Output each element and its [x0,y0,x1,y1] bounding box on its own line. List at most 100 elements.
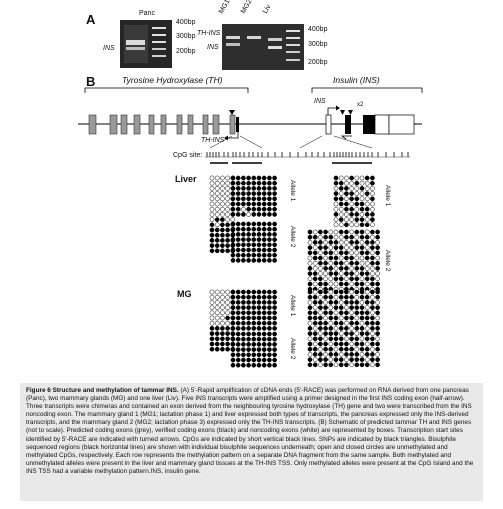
methylated-cpg [241,326,245,330]
unmethylated-cpg [215,181,219,185]
methylated-cpg [344,202,348,206]
methylated-cpg [236,186,240,190]
methylated-cpg [339,342,343,346]
methylated-cpg [334,181,338,185]
unmethylated-cpg [308,261,312,265]
methylated-cpg [344,316,348,320]
methylated-cpg [308,311,312,315]
methylated-cpg [334,306,338,310]
methylated-cpg [329,347,333,351]
unmethylated-cpg [220,306,224,310]
unmethylated-cpg [339,352,343,356]
unmethylated-cpg [339,235,343,239]
unmethylated-cpg [329,358,333,362]
unmethylated-cpg [339,212,343,216]
methylated-cpg [231,337,235,341]
methylated-cpg [257,243,261,247]
methylated-cpg [220,238,224,242]
methylated-cpg [339,363,343,367]
methylated-cpg [273,342,277,346]
methylated-cpg [318,246,322,250]
methylated-cpg [220,249,224,253]
methylated-cpg [215,233,219,237]
methylated-cpg [370,321,374,325]
methylated-cpg [308,363,312,367]
unmethylated-cpg [334,218,338,222]
methylated-cpg [334,192,338,196]
methylated-cpg [247,326,251,330]
mg-cpg-allele2-grid [231,332,277,367]
methylated-cpg [376,358,380,362]
methylated-cpg [226,342,230,346]
unmethylated-cpg [360,176,364,180]
unmethylated-cpg [355,192,359,196]
methylated-cpg [273,290,277,294]
methylated-cpg [334,332,338,336]
unmethylated-cpg [339,207,343,211]
methylated-cpg [236,212,240,216]
methylated-cpg [329,316,333,320]
methylated-cpg [236,181,240,185]
unmethylated-cpg [334,223,338,227]
methylated-cpg [370,230,374,234]
methylated-cpg [236,316,240,320]
methylated-cpg [231,295,235,299]
unmethylated-cpg [344,277,348,281]
unmethylated-cpg [370,186,374,190]
unmethylated-cpg [318,235,322,239]
methylated-cpg [273,232,277,236]
methylated-cpg [318,256,322,260]
methylated-cpg [247,181,251,185]
methylated-cpg [236,243,240,247]
unmethylated-cpg [344,261,348,265]
unmethylated-cpg [365,181,369,185]
unmethylated-cpg [215,321,219,325]
unmethylated-cpg [350,326,354,330]
methylated-cpg [313,295,317,299]
methylated-cpg [262,207,266,211]
methylated-cpg [376,332,380,336]
methylated-cpg [273,337,277,341]
methylated-cpg [365,277,369,281]
methylated-cpg [241,300,245,304]
methylated-cpg [324,251,328,255]
unmethylated-cpg [324,337,328,341]
unmethylated-cpg [318,347,322,351]
unmethylated-cpg [344,306,348,310]
methylated-cpg [241,258,245,262]
methylated-cpg [365,235,369,239]
methylated-cpg [231,238,235,242]
methylated-cpg [236,248,240,252]
methylated-cpg [308,358,312,362]
methylated-cpg [267,248,271,252]
methylated-cpg [257,227,261,231]
methylated-cpg [350,256,354,260]
methylated-cpg [273,332,277,336]
methylated-cpg [365,316,369,320]
methylated-cpg [360,202,364,206]
methylated-cpg [262,202,266,206]
methylated-cpg [376,290,380,294]
methylated-cpg [231,311,235,315]
unmethylated-cpg [210,212,214,216]
methylated-cpg [257,300,261,304]
unmethylated-cpg [370,202,374,206]
ins-tss-label: INS [314,98,326,105]
unmethylated-cpg [210,290,214,294]
methylated-cpg [267,212,271,216]
methylated-cpg [344,300,348,304]
methylated-cpg [370,256,374,260]
methylated-cpg [247,316,251,320]
unmethylated-cpg [313,326,317,330]
methylated-cpg [252,295,256,299]
unmethylated-cpg [355,176,359,180]
methylated-cpg [308,326,312,330]
methylated-cpg [355,212,359,216]
unmethylated-cpg [308,352,312,356]
methylated-cpg [252,358,256,362]
unmethylated-cpg [344,240,348,244]
unmethylated-cpg [370,235,374,239]
unmethylated-cpg [360,261,364,265]
methylated-cpg [318,316,322,320]
methylated-cpg [231,192,235,196]
